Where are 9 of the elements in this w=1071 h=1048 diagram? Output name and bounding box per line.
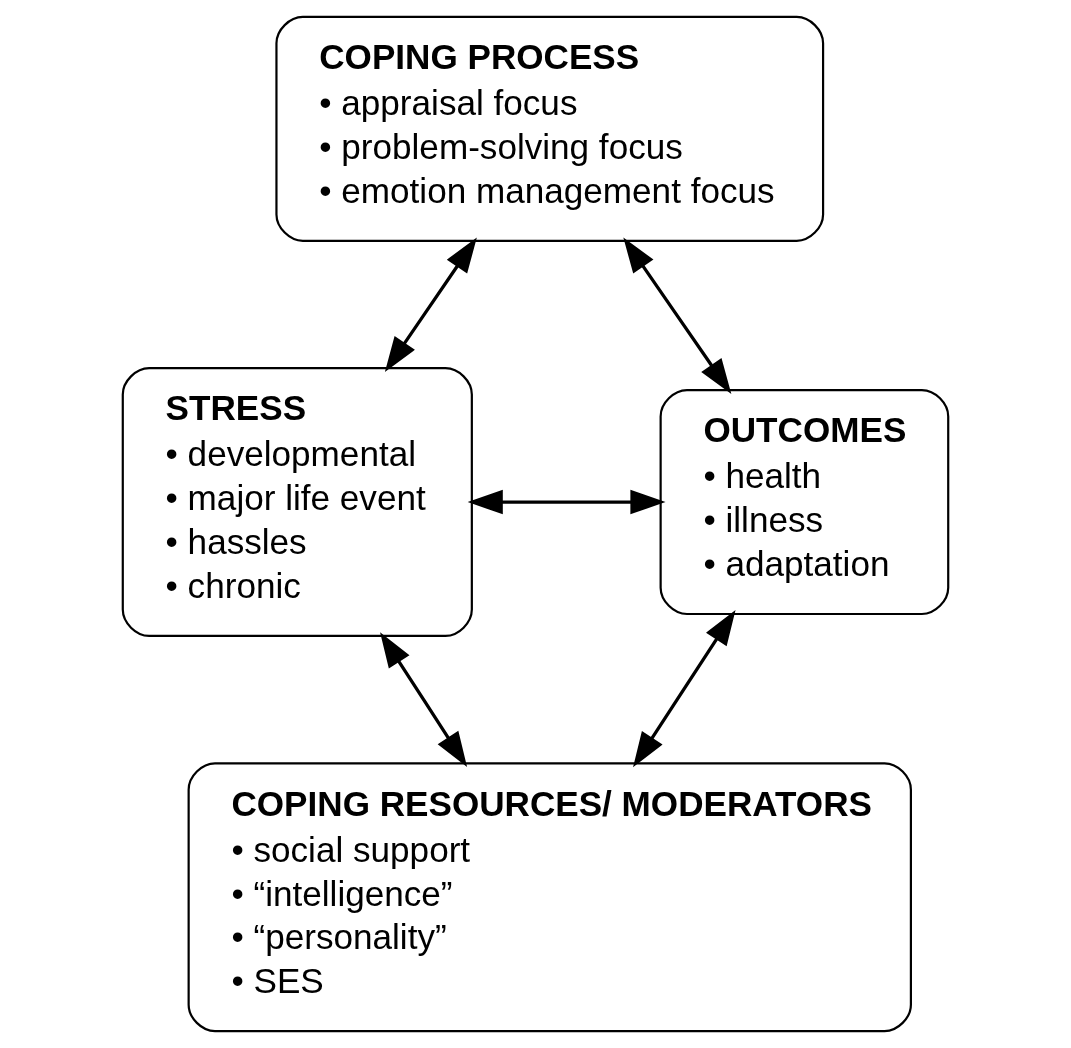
arrow	[380, 632, 468, 768]
arrow	[633, 609, 736, 768]
arrow	[467, 489, 666, 515]
node-box: STRESS • developmental • major life event • hassles • chronic	[121, 367, 473, 638]
arrow	[623, 237, 732, 394]
node-box: COPING RESOURCES/ MODERATORS • social support • “intelligence” • “personality” • SES	[187, 762, 912, 1033]
node-box: COPING PROCESS • appraisal focus • problem-solving focus • emotion management focus	[275, 15, 825, 242]
arrow	[384, 237, 477, 372]
node-box: OUTCOMES • health • illness • adaptation	[659, 389, 950, 616]
